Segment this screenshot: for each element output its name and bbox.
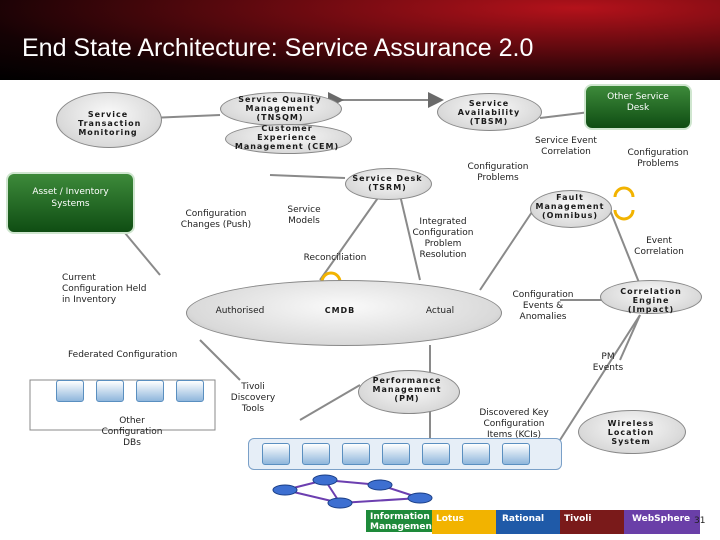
stm-oval [56, 92, 162, 148]
cmdb-label: CMDB [324, 306, 356, 315]
cmdb-oval [186, 280, 502, 346]
actual-label: Actual [425, 306, 455, 316]
tivoli-db-4 [382, 443, 410, 465]
tsrm-oval [345, 168, 432, 200]
footer-websphere: WebSphere [624, 510, 700, 534]
wireless-oval [578, 410, 686, 454]
footer-tivoli: Tivoli [560, 510, 626, 534]
footer-information-management: Information Management [366, 510, 439, 532]
fault-label: Fault Management (Omnibus) [535, 193, 605, 220]
discovered-kci-label: Discovered Key Configuration Items (KCIs… [479, 408, 549, 440]
page-number: 31 [694, 516, 706, 526]
other-db-4 [176, 380, 204, 402]
configuration-events-label: Configuration Events & Anomalies [512, 290, 574, 322]
tivoli-db-5 [422, 443, 450, 465]
slide-header [0, 0, 720, 80]
footer-lotus: Lotus [432, 510, 498, 534]
integrated-problem-resolution-label: Integrated Configuration Problem Resolut… [412, 217, 474, 260]
asset-inventory-label: Asset / Inventory Systems [32, 187, 109, 209]
other-configuration-dbs-label: Other Configuration DBs [101, 416, 163, 448]
fault-oval [530, 190, 612, 228]
service-event-correlation-label: Service Event Correlation [535, 136, 597, 157]
tivoli-discovery-label: Tivoli Discovery Tools [230, 382, 276, 414]
event-correlation-label: Event Correlation [634, 236, 684, 257]
slide-title: End State Architecture: Service Assuranc… [22, 34, 534, 62]
other-service-desk-label: Other Service Desk [607, 92, 669, 113]
other-db-1 [56, 380, 84, 402]
wireless-label: Wireless Location System [607, 419, 655, 446]
tivoli-db-3 [342, 443, 370, 465]
configuration-changes-label: Configuration Changes (Push) [180, 209, 252, 230]
configuration-problems-label-1: Configuration Problems [467, 162, 529, 183]
pm-events-label: PM Events [592, 352, 624, 373]
tivoli-db-7 [502, 443, 530, 465]
current-configuration-label: Current Configuration Held in Inventory [62, 273, 147, 305]
sqm-label: Service Quality Management (TNSQM) [238, 95, 322, 122]
cem-label: Customer Experience Management (CEM) [234, 124, 340, 151]
federated-configuration-label: Federated Configuration [68, 350, 178, 360]
service-models-label: Service Models [287, 205, 321, 226]
tsrm-label: Service Desk (TSRM) [352, 174, 423, 192]
reconciliation-label: Reconciliation [303, 253, 367, 263]
cem-oval [225, 124, 352, 154]
tivoli-db-1 [262, 443, 290, 465]
tivoli-db-2 [302, 443, 330, 465]
correlation-oval [600, 280, 702, 314]
correlation-label: Correlation Engine (Impact) [620, 287, 682, 314]
tivoli-db-6 [462, 443, 490, 465]
pm-oval [358, 370, 460, 414]
other-service-desk-box: Other Service Desk [584, 84, 692, 130]
authorised-label: Authorised [215, 306, 265, 316]
pm-label: Performance Management (PM) [372, 376, 442, 403]
tbsm-oval [437, 93, 542, 131]
tbsm-label: Service Availability (TBSM) [457, 99, 521, 126]
asset-inventory-box: Asset / Inventory Systems [6, 172, 135, 234]
other-db-2 [96, 380, 124, 402]
configuration-problems-label-2: Configuration Problems [627, 148, 689, 169]
footer-rational: Rational [496, 510, 564, 534]
stm-label: Service Transaction Monitoring [78, 110, 142, 137]
other-db-3 [136, 380, 164, 402]
